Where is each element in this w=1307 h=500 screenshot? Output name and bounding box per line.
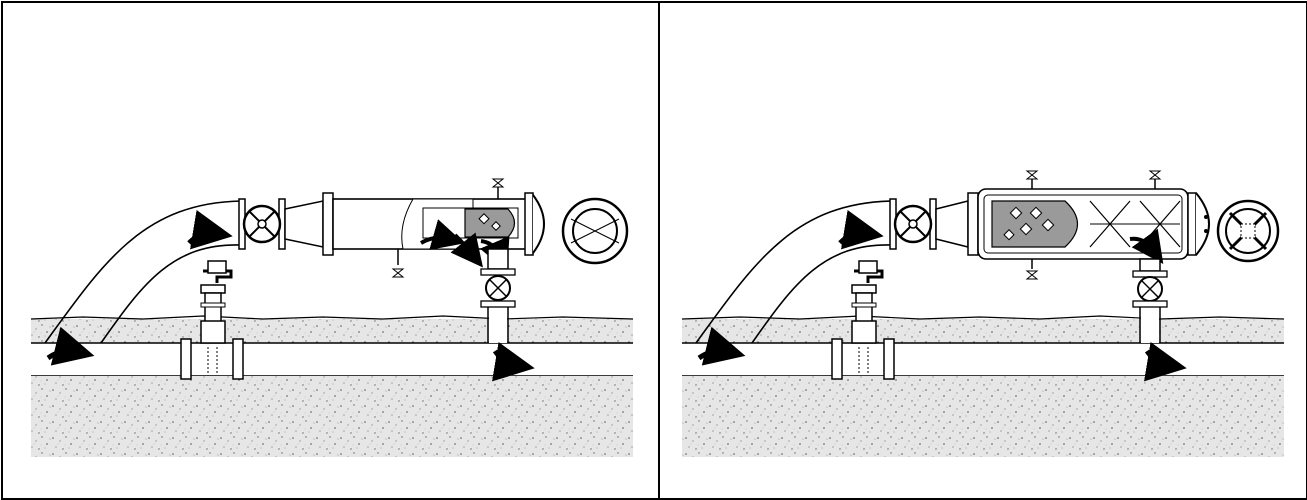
closure-door-icon <box>532 194 545 254</box>
ball-valve-icon <box>480 268 516 308</box>
panel-divider <box>658 3 660 498</box>
closure-door-icon <box>561 197 629 265</box>
closure-door-icon <box>1195 192 1210 256</box>
closure-door-icon <box>1216 199 1280 263</box>
flow-arrow-icon <box>1129 228 1164 265</box>
flow-arrow-icon <box>838 209 884 250</box>
flow-arrow-icon <box>450 232 483 268</box>
flow-arrow-icon <box>187 209 233 250</box>
pig-icon <box>464 208 516 238</box>
flow-arrow-icon <box>420 219 465 250</box>
flow-arrow-icon <box>1143 341 1187 382</box>
soil-lower <box>682 375 1284 457</box>
ball-valve-icon <box>889 198 937 250</box>
soil-lower <box>31 375 633 457</box>
ball-valve-icon <box>1132 270 1168 308</box>
underground-pipe <box>682 343 1284 375</box>
pig-launcher-diagram-right <box>681 170 1285 457</box>
gate-valve-icon <box>200 260 233 344</box>
flow-arrow-icon <box>46 326 95 366</box>
pig-launcher-diagram-left <box>30 178 634 457</box>
flow-arrow-icon <box>697 326 746 366</box>
pig-icon <box>991 200 1079 248</box>
soil-upper <box>31 319 633 343</box>
underground-pipe <box>31 343 633 375</box>
inlet-pipe-top <box>44 200 242 344</box>
bleed-valve-icon <box>1025 259 1039 280</box>
bleed-valve-icon <box>1148 170 1162 189</box>
panel-left <box>3 3 655 498</box>
ball-valve-icon <box>238 198 286 250</box>
soil-upper <box>682 319 1284 343</box>
bleed-valve-icon <box>391 249 405 278</box>
panel-right <box>660 3 1307 498</box>
flow-arrow-icon <box>491 341 535 382</box>
inlet-pipe-top <box>695 200 893 344</box>
gate-valve-icon <box>851 260 884 344</box>
bleed-valve-icon <box>491 178 505 199</box>
bleed-valve-icon <box>1025 170 1039 189</box>
